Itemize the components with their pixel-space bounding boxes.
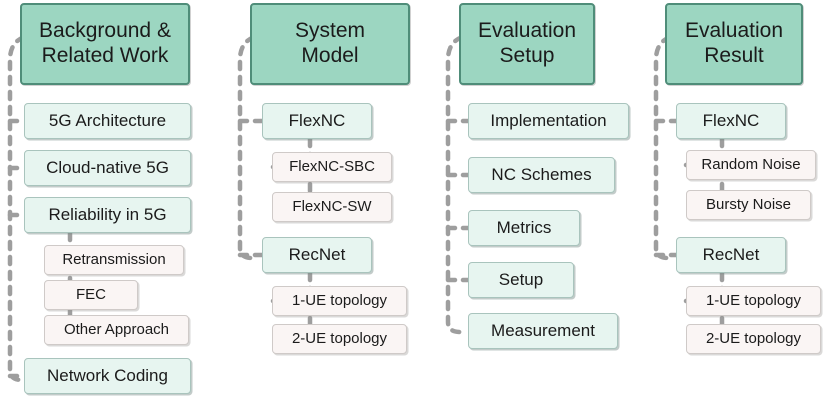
node-reliability-in-5g[interactable]: Reliability in 5G bbox=[24, 197, 191, 233]
node-other-approach[interactable]: Other Approach bbox=[44, 315, 189, 345]
node-recnet[interactable]: RecNet bbox=[262, 237, 372, 273]
node-retransmission[interactable]: Retransmission bbox=[44, 245, 184, 275]
node-2-ue-topology[interactable]: 2-UE topology bbox=[272, 324, 407, 354]
root-node-evaluation-setup[interactable]: Evaluation Setup bbox=[459, 3, 595, 85]
node-2-ue-topology[interactable]: 2-UE topology bbox=[686, 324, 821, 354]
node-flexnc-sw[interactable]: FlexNC-SW bbox=[272, 192, 392, 222]
node-metrics[interactable]: Metrics bbox=[468, 210, 580, 246]
node-flexnc[interactable]: FlexNC bbox=[262, 103, 372, 139]
node-implementation[interactable]: Implementation bbox=[468, 103, 629, 139]
node-nc-schemes[interactable]: NC Schemes bbox=[468, 157, 615, 193]
node-random-noise[interactable]: Random Noise bbox=[686, 150, 816, 180]
node-1-ue-topology[interactable]: 1-UE topology bbox=[272, 286, 407, 316]
root-node-evaluation-result[interactable]: Evaluation Result bbox=[665, 3, 803, 85]
node-measurement[interactable]: Measurement bbox=[468, 313, 618, 349]
node-5g-architecture[interactable]: 5G Architecture bbox=[24, 103, 191, 139]
node-setup[interactable]: Setup bbox=[468, 262, 574, 298]
node-cloud-native-5g[interactable]: Cloud-native 5G bbox=[24, 150, 191, 186]
root-node-system-model[interactable]: System Model bbox=[250, 3, 410, 85]
node-fec[interactable]: FEC bbox=[44, 280, 138, 310]
root-node-background-related-work[interactable]: Background & Related Work bbox=[20, 3, 190, 85]
node-bursty-noise[interactable]: Bursty Noise bbox=[686, 190, 811, 220]
node-flexnc[interactable]: FlexNC bbox=[676, 103, 786, 139]
node-flexnc-sbc[interactable]: FlexNC-SBC bbox=[272, 152, 392, 182]
node-network-coding[interactable]: Network Coding bbox=[24, 358, 191, 394]
node-recnet[interactable]: RecNet bbox=[676, 237, 786, 273]
node-1-ue-topology[interactable]: 1-UE topology bbox=[686, 286, 821, 316]
